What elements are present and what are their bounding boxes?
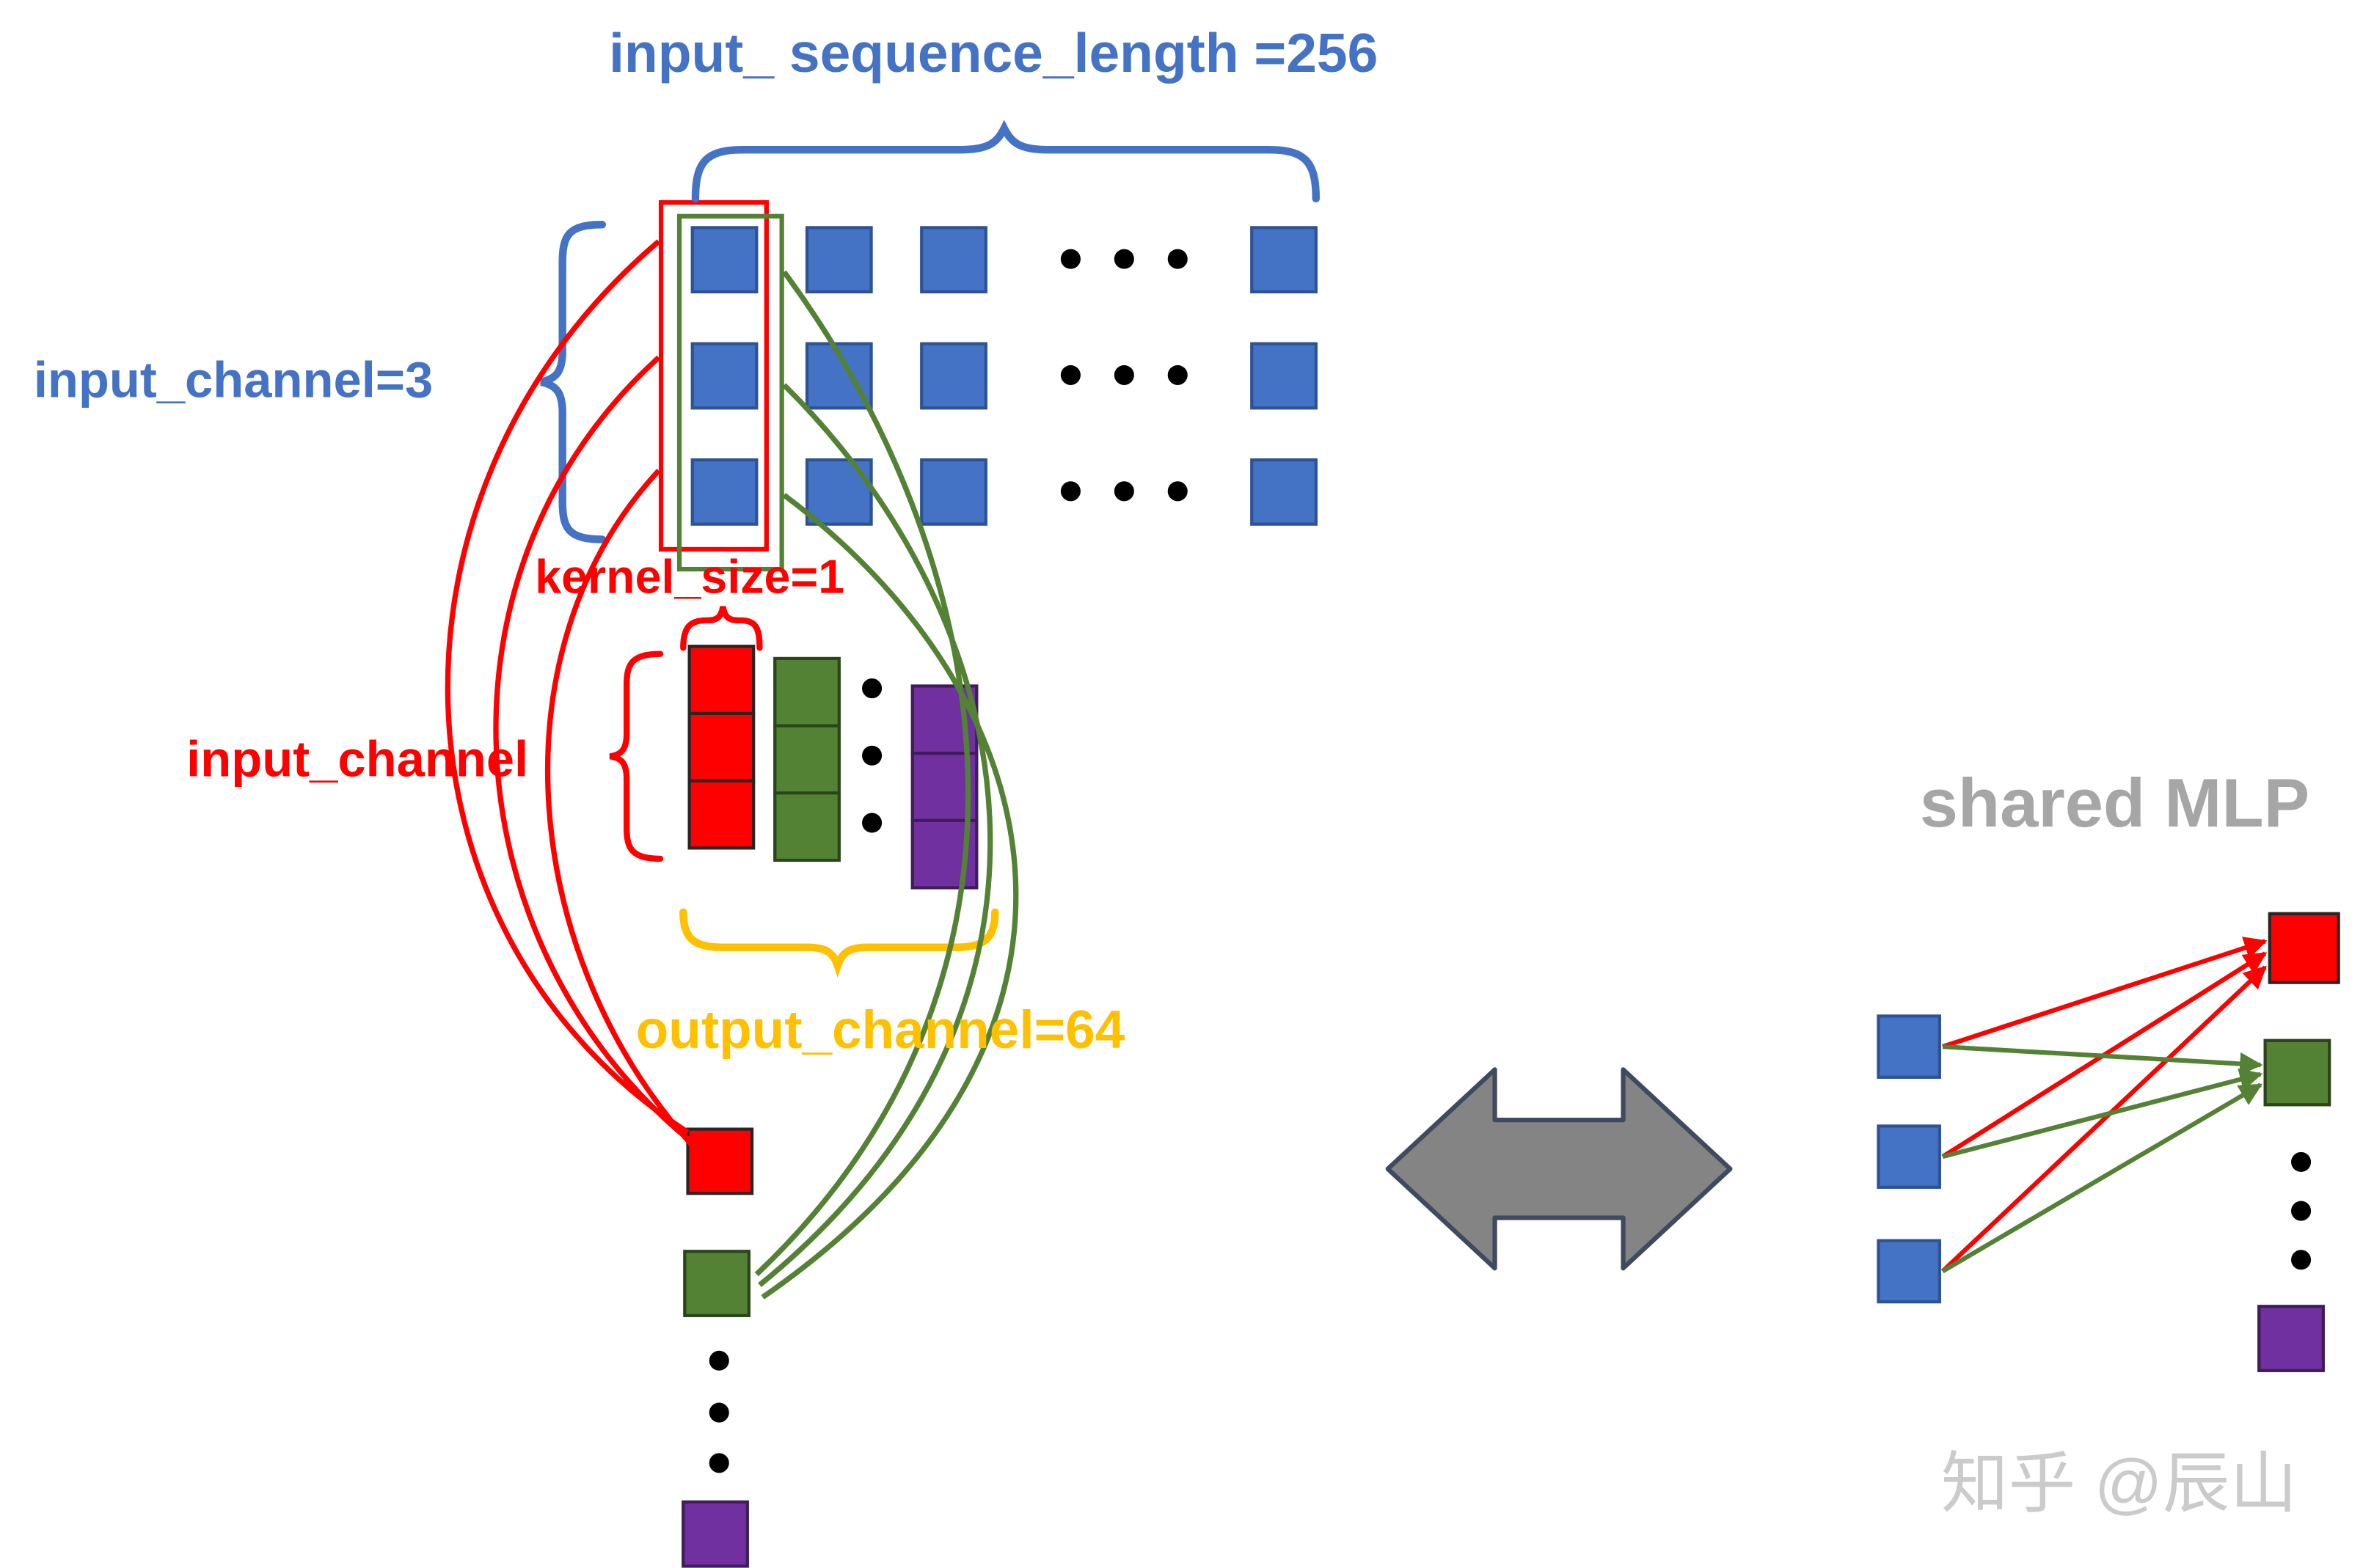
ellipsis-dot (1060, 249, 1081, 269)
output-green-square (683, 1250, 750, 1317)
sequence-length-label: input_ sequence_length =256 (609, 21, 1378, 84)
kernel-red-cell (687, 645, 756, 716)
input-cell (1250, 342, 1318, 410)
output-ellipsis-dot (709, 1453, 729, 1473)
mlp-ellipsis-dot (2291, 1250, 2312, 1270)
mlp-input-square (1877, 1239, 1941, 1304)
mlp-input-square (1877, 1124, 1941, 1189)
mlp-output-purple (2257, 1305, 2325, 1372)
output-ellipsis-dot (709, 1350, 729, 1371)
ellipsis-dot (1167, 249, 1188, 269)
ellipsis-dot (1167, 481, 1188, 502)
kernel-size-label: kernel_size=1 (535, 550, 845, 604)
output-ellipsis-dot (709, 1402, 729, 1423)
watermark: 知乎 @辰山 (1940, 1446, 2298, 1523)
ellipsis-dot (1060, 481, 1081, 502)
input-cell (1250, 226, 1318, 294)
input-channel-label: input_channel=3 (33, 351, 434, 409)
ellipsis-dot (1114, 249, 1134, 269)
input-cell (1250, 458, 1318, 526)
mlp-output-red (2268, 912, 2340, 984)
ellipsis-dot (1167, 364, 1188, 386)
ellipsis-dot (1114, 364, 1134, 386)
mlp-input-square (1877, 1014, 1941, 1079)
input-cell (690, 226, 759, 294)
mlp-ellipsis-dot (2291, 1201, 2312, 1221)
output-purple-square (682, 1500, 749, 1568)
ellipsis-dot (1114, 481, 1134, 502)
kernel-input-channel-label: input_channel (186, 730, 529, 787)
shared-mlp-label: shared MLP (1919, 763, 2310, 842)
ellipsis-dot (1060, 364, 1081, 386)
output-channel-label: output_channel=64 (635, 1000, 1125, 1060)
mlp-ellipsis-dot (2291, 1151, 2312, 1172)
